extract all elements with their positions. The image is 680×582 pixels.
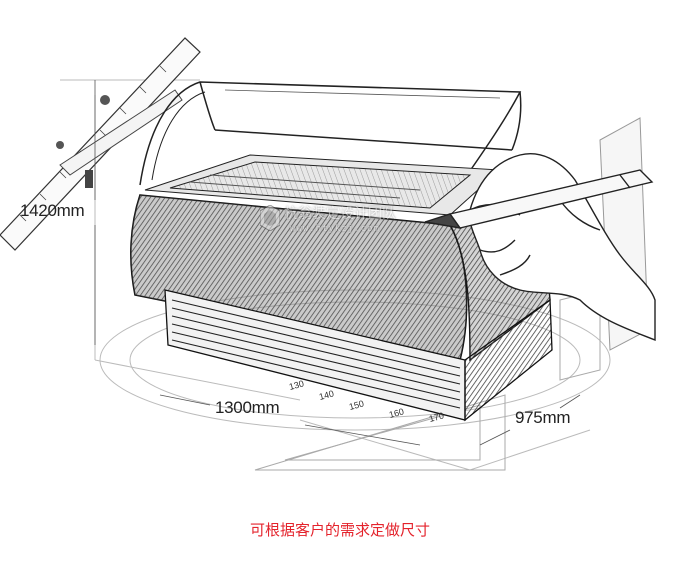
watermark-name: 杭翁装定设计团队 (284, 206, 396, 222)
ruler-mark: 150 (348, 398, 365, 412)
custom-size-caption: 可根据客户的需求定做尺寸 (249, 521, 430, 539)
watermark: 杭翁装定设计团队 www.htykzj.com (258, 201, 418, 241)
cabinet-base (164, 289, 553, 422)
ice-cream-pans (144, 154, 502, 216)
left-ruler (0, 37, 201, 251)
watermark-url: www.htykzj.com (290, 224, 380, 234)
ruler-mark: 140 (318, 388, 335, 402)
ruler-mark: 170 (428, 410, 445, 424)
ruler-mark: 130 (288, 378, 305, 392)
ruler-mark: 160 (388, 406, 405, 420)
bottom-ruler-marks: 130 140 150 160 170 (288, 378, 445, 424)
watermark-logo-icon (260, 205, 280, 231)
hand-with-pencil (424, 153, 656, 342)
height-dimension-label: 1420mm (20, 201, 85, 220)
width-dimension-label: 1300mm (215, 398, 280, 417)
depth-dimension-label: 975mm (515, 408, 571, 427)
dimension-guides (94, 80, 581, 446)
